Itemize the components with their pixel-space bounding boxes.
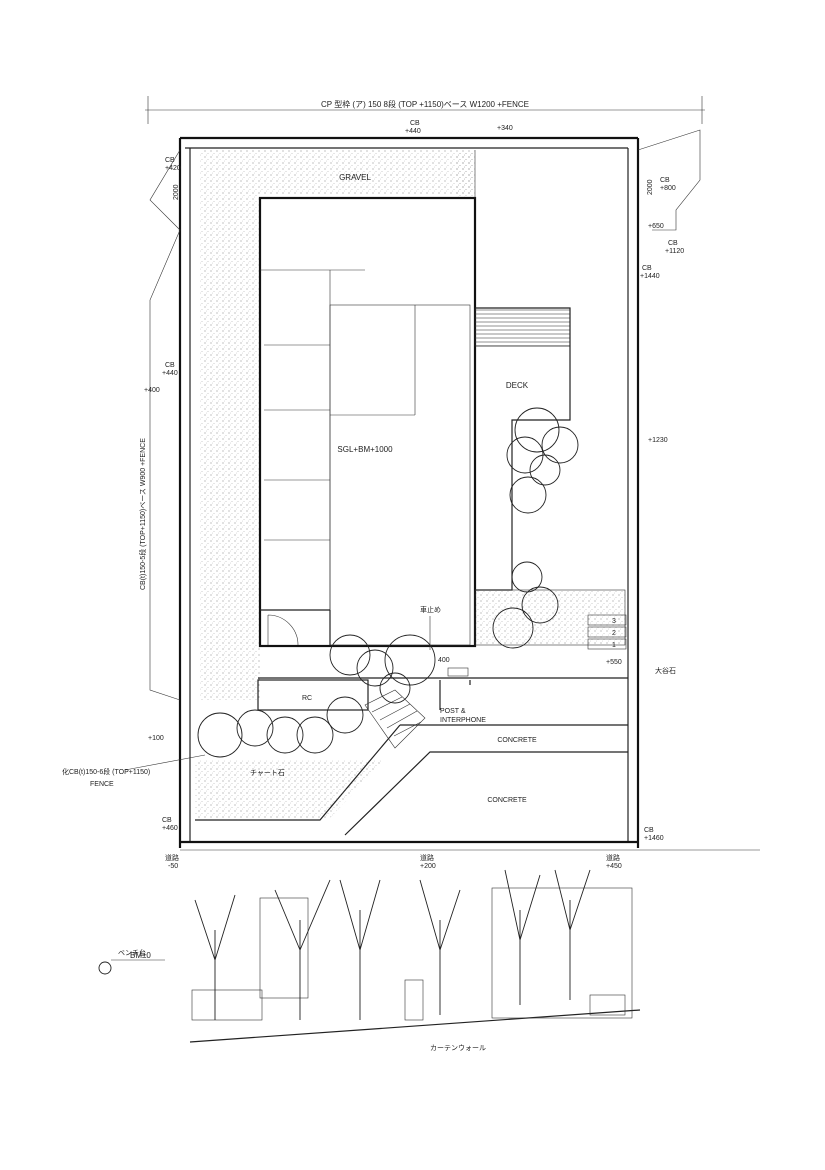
- cb-right-1460: CB: [644, 827, 654, 834]
- road-right: 道路: [606, 853, 620, 862]
- cb-left-460-val: +460: [162, 825, 178, 832]
- road-right-val: +450: [606, 863, 622, 870]
- deck: DECK: [474, 307, 571, 591]
- rc-label: RC: [302, 695, 312, 702]
- top-340: +340: [497, 125, 513, 132]
- cb-1440-val: +1440: [640, 273, 660, 280]
- chert-stone-label: チャート石: [250, 769, 285, 777]
- elevation-caption: カーテンウォール: [430, 1044, 486, 1052]
- concrete-lower-label: CONCRETE: [487, 797, 527, 804]
- tree-canopies: [197, 407, 579, 758]
- cb-right-1460-val: +1460: [644, 835, 664, 842]
- deck-label: DECK: [506, 381, 529, 390]
- paved-areas: RC CONCRETE CONCRETE チャート石 車止め POST & IN…: [195, 605, 628, 836]
- entry-stair: [364, 689, 426, 749]
- cb-left-440-val: +440: [162, 370, 178, 377]
- cb-1440: CB: [642, 265, 652, 272]
- cb-top-val: +440: [405, 128, 421, 135]
- post-interphone-label-1: POST &: [440, 708, 466, 715]
- top-fence-label: CP 型枠 (ア) 150 8段 (TOP +1150)ベース W1200 +F…: [321, 99, 529, 109]
- road-mid: 道路: [420, 853, 434, 862]
- street-elevation: ベンチ台 BM±0 カーテンウォール: [98, 869, 641, 1052]
- cb-left-440: CB: [165, 362, 175, 369]
- right-1230: +1230: [648, 437, 668, 444]
- step-2: 2: [612, 630, 616, 637]
- cb-left-460: CB: [162, 817, 172, 824]
- right-garden: 3 2 1 大谷石: [474, 589, 676, 675]
- cb-420-val: +420: [165, 165, 181, 172]
- ooya-stone-label: 大谷石: [655, 666, 676, 675]
- bottom-left-fence-line2: FENCE: [90, 781, 114, 788]
- entry-steps: 3 2 1: [587, 614, 627, 650]
- cb-1120-val: +1120: [665, 248, 684, 255]
- road-left: 道路: [165, 853, 179, 862]
- right-650: +650: [648, 223, 664, 230]
- dim-right-2000: 2000: [647, 179, 654, 195]
- bm-label: BM±0: [130, 951, 151, 960]
- cb-1120: CB: [668, 240, 678, 247]
- post-interphone-label-2: INTERPHONE: [440, 717, 486, 724]
- left-400: +400: [144, 387, 160, 394]
- concrete-upper-label: CONCRETE: [497, 737, 537, 744]
- cb-800-val: +800: [660, 185, 676, 192]
- left-100: +100: [148, 735, 164, 742]
- cb-800: CB: [660, 177, 670, 184]
- cb-420: CB: [165, 157, 175, 164]
- bottom-left-fence-line1: 化CB(t)150-6段 (TOP+1150): [62, 767, 150, 776]
- cb-top: CB: [410, 120, 420, 127]
- right-550: +550: [606, 659, 622, 666]
- gravel-label: GRAVEL: [339, 173, 371, 182]
- gate-400: 400: [438, 657, 450, 664]
- top-fence-dimension: CP 型枠 (ア) 150 8段 (TOP +1150)ベース W1200 +F…: [145, 96, 705, 124]
- left-fence-label: CB(t)150-5段 (TOP+1150)ベース W900 +FENCE: [138, 438, 147, 590]
- gravel-area: GRAVEL: [200, 150, 475, 700]
- level-annotations: CB +420 CB +440 +340 CB +800 +650 CB +11…: [62, 120, 684, 870]
- step-1: 1: [612, 642, 616, 649]
- dim-left-2000: 2000: [173, 184, 180, 200]
- left-fence-marker: [149, 149, 181, 701]
- step-3: 3: [612, 618, 616, 625]
- building-level-label: SGL+BM+1000: [337, 445, 393, 454]
- site-boundary: [178, 136, 760, 851]
- road-left-val: -50: [168, 863, 178, 870]
- road-mid-val: +200: [420, 863, 436, 870]
- bm-prefix: ベンチ台: [118, 948, 146, 957]
- building-outline: SGL+BM+1000: [258, 150, 477, 648]
- car-stop-label: 車止め: [420, 605, 441, 614]
- right-fence-marker: [637, 129, 701, 231]
